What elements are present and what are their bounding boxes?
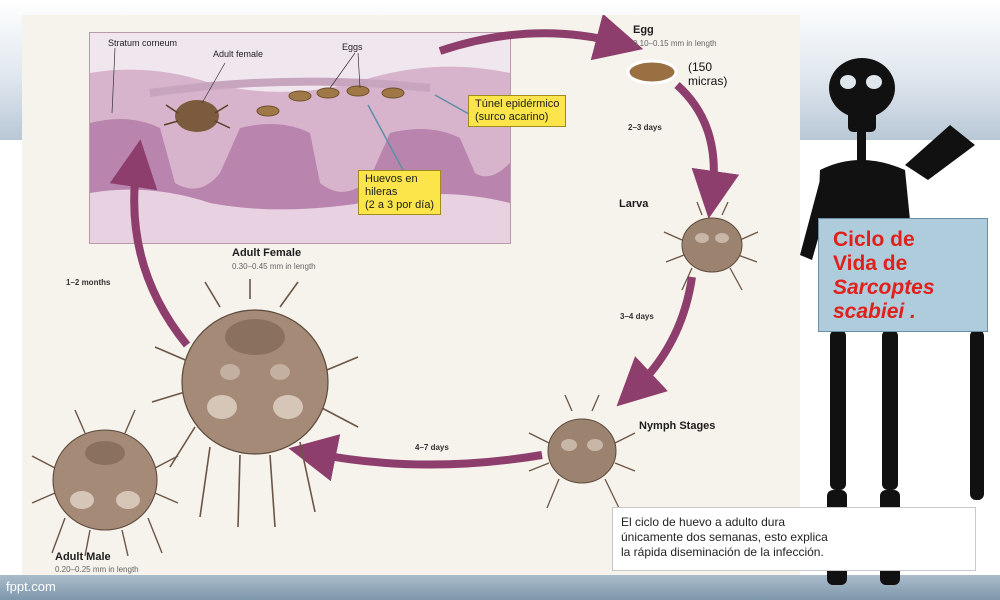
tunnel-callout: Túnel epidérmico (surco acarino)	[468, 95, 567, 127]
larva-title: Larva	[619, 198, 649, 210]
arrow-adult-to-skin	[109, 139, 191, 348]
duration-nymph-to-adult: 4–7 days	[415, 443, 449, 452]
duration-egg-to-larva: 2–3 days	[628, 123, 662, 132]
note-box: El ciclo de huevo a adulto dura únicamen…	[612, 507, 976, 571]
title-line-4: scabiei .	[833, 300, 916, 323]
title-box: Ciclo de Vida de Sarcoptes scabiei .	[818, 218, 988, 332]
label-eggs: Eggs	[342, 42, 363, 52]
eggs-callout-line-2: hileras	[365, 186, 398, 198]
eggs-callout-line-3: (2 a 3 por día)	[365, 199, 435, 211]
nymph-illustration	[528, 394, 636, 509]
larva-illustration	[663, 201, 759, 291]
egg-illustration	[626, 59, 678, 85]
egg-micras-line-2: micras)	[688, 74, 728, 88]
adult-male-title: Adult Male	[55, 551, 111, 563]
adult-female-illustration	[151, 279, 359, 528]
note-line-3: la rápida diseminación de la infección.	[621, 545, 824, 559]
label-adult-female-skin: Adult female	[213, 49, 264, 59]
duration-adult-to-skin: 1–2 months	[66, 278, 111, 287]
egg-micras-line-1: (150	[688, 60, 713, 74]
arrow-nymph-to-adult	[288, 434, 543, 482]
arrow-skin-to-egg	[438, 15, 644, 61]
nymph-title: Nymph Stages	[639, 420, 716, 432]
footer-text: fppt.com	[6, 579, 56, 594]
arrow-larva-to-nymph	[616, 276, 696, 407]
eggs-callout-line-1: Huevos en	[365, 173, 418, 185]
adult-female-size: 0.30–0.45 mm in length	[232, 262, 316, 271]
egg-size: 0.10–0.15 mm in length	[633, 39, 717, 48]
eggs-callout: Huevos en hileras (2 a 3 por día)	[358, 170, 442, 215]
adult-female-title: Adult Female	[232, 247, 302, 259]
skin-adult-female-mite	[163, 100, 231, 132]
egg-title: Egg	[633, 24, 654, 36]
arrow-egg-to-larva	[674, 82, 740, 219]
adult-male-size: 0.20–0.25 mm in length	[55, 565, 139, 574]
life-cycle-figure: Stratum corneum Adult female Eggs Túnel …	[22, 15, 800, 575]
title-line-3: Sarcoptes	[833, 276, 935, 299]
title-line-2: Vida de	[833, 252, 908, 275]
cycle-arrows	[109, 15, 740, 482]
label-stratum-corneum: Stratum corneum	[108, 38, 178, 48]
egg-micras-note: (150 micras)	[688, 60, 727, 88]
note-line-1: El ciclo de huevo a adulto dura	[621, 515, 786, 529]
title-line-1: Ciclo de	[833, 228, 915, 251]
skin-cross-section: Stratum corneum Adult female Eggs	[89, 32, 511, 244]
adult-male-illustration	[31, 409, 179, 557]
duration-larva-to-nymph: 3–4 days	[620, 312, 654, 321]
tunnel-callout-line-2: (surco acarino)	[475, 111, 549, 123]
skin-egg-row	[256, 85, 405, 117]
tunnel-callout-line-1: Túnel epidérmico	[475, 98, 560, 110]
note-line-2: únicamente dos semanas, esto explica	[621, 530, 828, 544]
